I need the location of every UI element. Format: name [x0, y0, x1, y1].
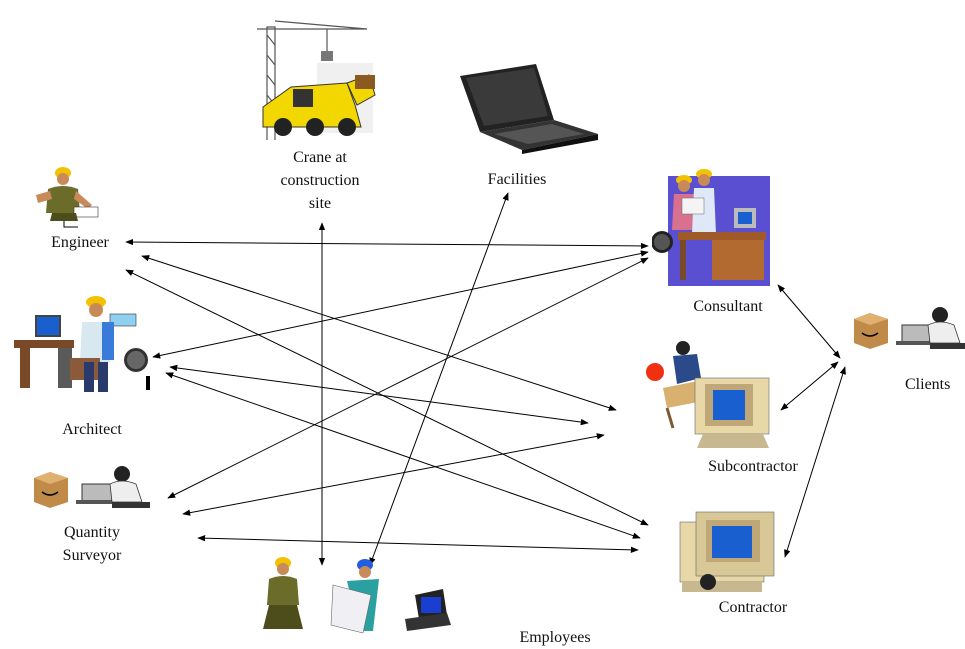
crane-label-line3: site	[308, 195, 332, 212]
quantity-surveyor-label-line2: Surveyor	[62, 547, 122, 564]
contractor-computer-icon	[679, 511, 775, 592]
arrow-engineer-contractor	[125, 269, 649, 526]
arrow-clients-contractor	[784, 366, 846, 558]
clients-label: Clients	[905, 376, 951, 393]
contractor-label: Contractor	[718, 599, 788, 616]
consultant-office-icon	[652, 169, 770, 286]
laptop-icon	[460, 64, 598, 154]
consultant-label: Consultant	[693, 298, 763, 315]
arrow-architect-consultant	[152, 250, 649, 359]
crane-label: Crane at construction site	[255, 146, 385, 215]
arrow-clients-consultant	[777, 284, 841, 359]
arrow-qs-contractor	[197, 534, 639, 554]
crane-bulldozer-icon	[257, 20, 376, 140]
worker-engineer-icon	[36, 167, 99, 228]
clients-box-laptop-icon	[854, 307, 965, 349]
crane-label-line1: Crane at	[293, 149, 347, 166]
box-and-laptop-user-icon	[34, 466, 150, 508]
arrow-facilities-employees	[369, 192, 509, 566]
architect-desk-icon	[14, 296, 150, 392]
arrow-clients-subcontractor	[780, 361, 839, 411]
subcontractor-label: Subcontractor	[708, 458, 798, 475]
subcontractor-worker-computer-icon	[646, 341, 770, 448]
arrow-engineer-consultant	[125, 238, 649, 250]
quantity-surveyor-label: Quantity Surveyor	[42, 521, 142, 567]
employees-label: Employees	[519, 629, 591, 646]
crane-label-line2: construction	[280, 172, 360, 189]
arrow-architect-subcontractor	[169, 364, 589, 426]
arrow-engineer-subcontractor	[141, 255, 617, 411]
quantity-surveyor-label-line1: Quantity	[64, 524, 120, 541]
facilities-label: Facilities	[487, 171, 547, 188]
architect-label: Architect	[62, 421, 122, 438]
employees-group-icon	[263, 557, 451, 634]
engineer-label: Engineer	[51, 234, 109, 251]
